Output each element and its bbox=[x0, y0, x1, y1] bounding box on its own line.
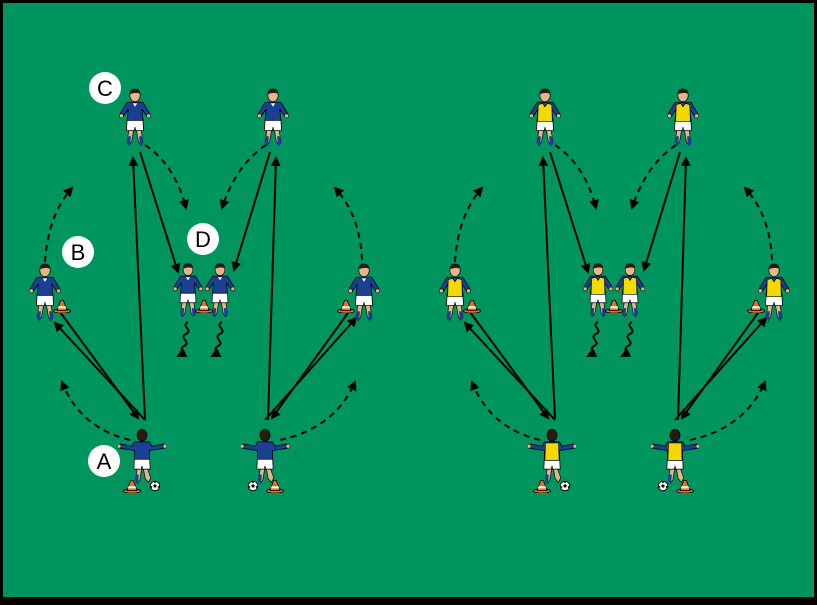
pass-line-a-to-b-left-2 bbox=[463, 321, 556, 421]
run-line-a-left-2 bbox=[470, 380, 541, 441]
label-c: C bbox=[97, 76, 113, 101]
label-c-badge: C bbox=[89, 72, 121, 104]
soccer-ball-left-1 bbox=[149, 480, 161, 492]
pass-line-c-to-d-left-2 bbox=[549, 151, 591, 274]
run-line-c-right-2 bbox=[629, 144, 677, 210]
label-d-badge: D bbox=[187, 223, 219, 255]
dribble-line-left-2 bbox=[586, 321, 600, 357]
soccer-ball-right-2 bbox=[657, 480, 669, 492]
run-line-c-left-2 bbox=[554, 144, 599, 210]
label-d: D bbox=[195, 227, 211, 252]
pass-line-c-to-d-right-2 bbox=[641, 151, 681, 272]
dribble-line-left-1 bbox=[176, 321, 190, 357]
pass-line-c-to-d-right-1 bbox=[231, 151, 271, 272]
pass-line-c-to-d-left-1 bbox=[139, 151, 181, 274]
run-line-a-right-2 bbox=[689, 380, 767, 441]
run-line-c-left-1 bbox=[144, 144, 189, 210]
pass-line-b-to-a-left-1 bbox=[59, 311, 140, 420]
pass-line-a-to-c-left-1 bbox=[128, 156, 146, 421]
pass-line-a-to-b-left-1 bbox=[53, 321, 146, 421]
pass-line-a-to-c-right-1 bbox=[267, 156, 281, 421]
dribble-line-right-1 bbox=[210, 321, 224, 357]
soccer-ball-right-1 bbox=[247, 480, 259, 492]
movement-lines bbox=[44, 144, 773, 441]
run-line-c-right-1 bbox=[219, 144, 267, 210]
run-line-b-right-2 bbox=[743, 186, 773, 261]
label-a-badge: A bbox=[88, 445, 120, 477]
soccer-ball-left-2 bbox=[559, 480, 571, 492]
run-line-a-right-1 bbox=[279, 380, 357, 441]
dribble-line-right-2 bbox=[620, 321, 634, 357]
pass-line-b-to-a-right-1 bbox=[270, 309, 351, 420]
run-line-a-left-1 bbox=[60, 380, 131, 441]
pass-line-b-to-a-left-2 bbox=[469, 311, 550, 420]
label-a: A bbox=[97, 449, 112, 474]
pass-line-b-to-a-right-2 bbox=[680, 309, 761, 420]
pass-line-a-to-c-left-2 bbox=[538, 156, 556, 421]
run-line-b-right-1 bbox=[333, 186, 363, 261]
label-b: B bbox=[71, 240, 86, 265]
pass-line-a-to-c-right-2 bbox=[677, 156, 691, 421]
pass-line-a-to-b-right-1 bbox=[264, 316, 358, 421]
pass-line-a-to-b-right-2 bbox=[674, 316, 768, 421]
label-b-badge: B bbox=[62, 236, 94, 268]
